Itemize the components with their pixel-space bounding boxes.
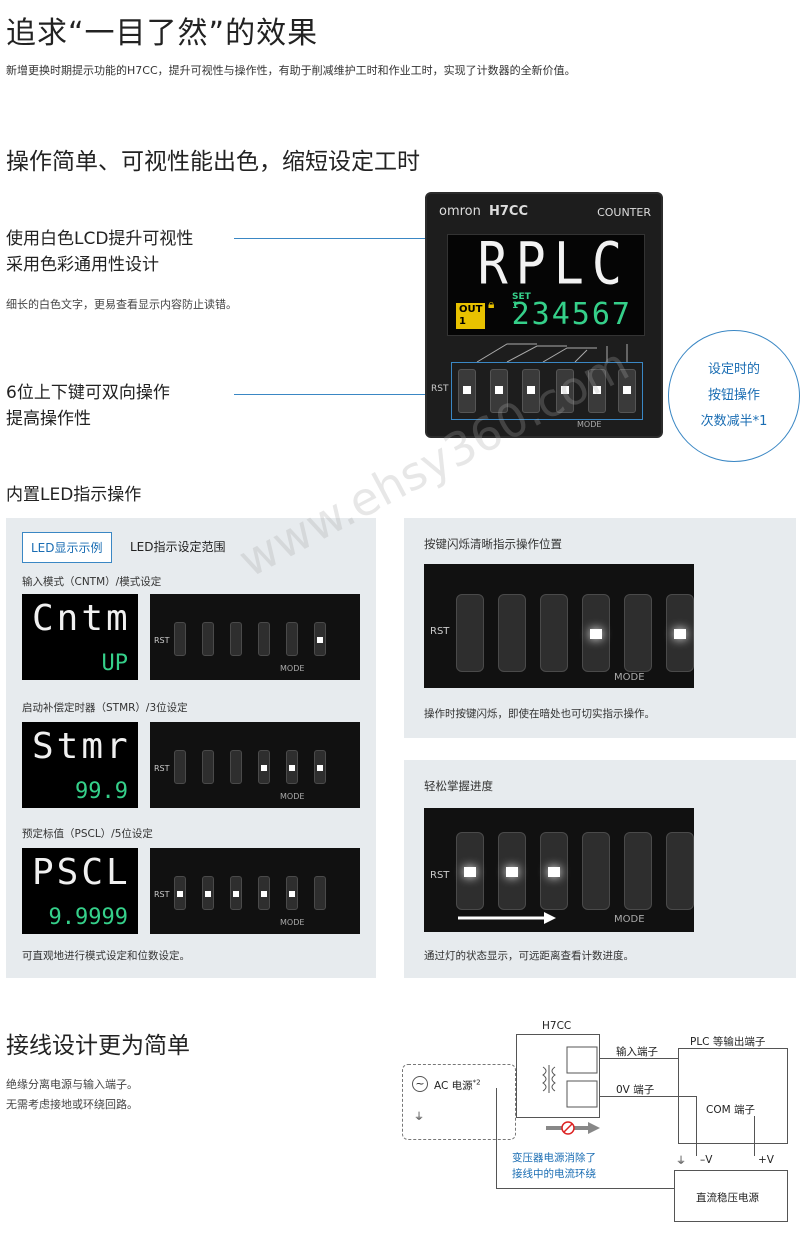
- feature1-line2: 采用色彩通用性设计: [6, 255, 159, 275]
- progress-title: 轻松掌握进度: [424, 779, 493, 793]
- transformer-icon: [542, 1046, 598, 1108]
- lcd-sub-display: 234567: [511, 297, 632, 332]
- feature1-pointer-line: [234, 238, 454, 239]
- up-down-key-2[interactable]: [490, 369, 508, 413]
- up-down-key-4[interactable]: [556, 369, 574, 413]
- example1-small: UP: [101, 651, 129, 676]
- section2-title: 内置LED指示操作: [6, 485, 142, 505]
- example3-caption: 预定标值（PSCL）/5位设定: [22, 828, 153, 840]
- lock-icon: 🔒︎: [488, 297, 495, 311]
- example3-small: 9.9999: [48, 905, 128, 930]
- blink-caption: 操作时按键闪烁，即使在暗处也可切实指示操作。: [424, 708, 655, 720]
- section1-title: 操作简单、可视性能出色，缩短设定工时: [6, 149, 420, 175]
- left-panel-footer: 可直观地进行模式设定和位数设定。: [22, 950, 190, 962]
- progress-image: RST MODE: [424, 808, 694, 932]
- example1-lcd: Cntm UP: [22, 594, 138, 680]
- device-brand: omron: [439, 204, 481, 219]
- dc-power-label: 直流稳压电源: [696, 1192, 759, 1204]
- example2-small: 99.9: [75, 779, 128, 804]
- up-down-key-5[interactable]: [588, 369, 606, 413]
- h7cc-box: [516, 1034, 600, 1118]
- example2-keys: RST MODE: [150, 722, 360, 808]
- example2-lcd: Stmr 99.9: [22, 722, 138, 808]
- example1-big: Cntm: [32, 598, 131, 639]
- wiring-diagram: H7CC PLC 等输出端子 输入端子 0V 端子 COM 端子 ~ AC 电源…: [400, 1016, 798, 1230]
- led-example-panel: LED显示示例 LED指示设定范围 输入模式（CNTM）/模式设定 Cntm U…: [6, 518, 376, 978]
- ac-loop-dashed: [402, 1064, 516, 1140]
- note-line2: 接线中的电流环绕: [512, 1168, 596, 1180]
- page-title: 追求“一目了然”的效果: [6, 16, 319, 51]
- example3-lcd: PSCL 9.9999: [22, 848, 138, 934]
- minus-v-label: –V: [700, 1154, 713, 1166]
- up-down-key-3[interactable]: [522, 369, 540, 413]
- callout-line1: 设定时的: [707, 362, 760, 377]
- callout-line3: 次数减半*1: [700, 414, 768, 429]
- up-down-key-1[interactable]: [458, 369, 476, 413]
- blocked-current-arrow-icon: [546, 1121, 600, 1135]
- device-model: H7CC: [489, 204, 529, 219]
- ov-terminal-label: 0V 端子: [616, 1084, 655, 1096]
- rst-label: RST: [431, 384, 449, 394]
- mode-label: MODE: [577, 420, 602, 429]
- example3-keys: RST MODE: [150, 848, 360, 934]
- plus-v-label: +V: [758, 1154, 774, 1166]
- section3-text1: 绝缘分离电源与输入端子。: [6, 1078, 138, 1091]
- progress-arrow-icon: [458, 912, 556, 924]
- feature2-line1: 6位上下键可双向操作: [6, 383, 170, 403]
- feature1-line1: 使用白色LCD提升可视性: [6, 229, 194, 249]
- callout-circle: 设定时的 按钮操作 次数减半*1: [668, 330, 800, 462]
- feature2-line2: 提高操作性: [6, 409, 91, 429]
- blink-panel: 按键闪烁清晰指示操作位置 RST MODE 操作时按键闪烁，即使在暗处也可切实指…: [404, 518, 796, 738]
- example1-keys: RST MODE: [150, 594, 360, 680]
- progress-panel: 轻松掌握进度 RST MODE 通过灯的状态显示，可远距离查看计数进度。: [404, 760, 796, 978]
- callout-line2: 按钮操作: [707, 388, 760, 403]
- h7cc-label: H7CC: [542, 1020, 572, 1032]
- plc-label: PLC 等输出端子: [690, 1036, 766, 1048]
- device-label: COUNTER: [597, 206, 651, 219]
- com-terminal-label: COM 端子: [706, 1104, 755, 1116]
- feature1-note: 细长的白色文字，更易查看显示内容防止读错。: [6, 298, 237, 311]
- up-down-key-6[interactable]: [618, 369, 636, 413]
- blink-image: RST MODE: [424, 564, 694, 688]
- example2-caption: 启动补偿定时器（STMR）/3位设定: [22, 702, 188, 714]
- note-line1: 变压器电源消除了: [512, 1152, 596, 1164]
- input-terminal-label: 输入端子: [616, 1046, 658, 1058]
- blink-title: 按键闪烁清晰指示操作位置: [424, 537, 562, 551]
- lcd-main-display: RPLC: [477, 230, 630, 298]
- tab-led-range[interactable]: LED指示设定范围: [130, 540, 226, 554]
- ac-source-icon: ~: [412, 1076, 428, 1092]
- example3-big: PSCL: [32, 852, 131, 893]
- ground2-icon: ⏚: [676, 1156, 686, 1167]
- example1-caption: 输入模式（CNTM）/模式设定: [22, 576, 162, 588]
- ac-power-label: AC 电源*2: [434, 1078, 481, 1093]
- intro-text: 新增更换时期提示功能的H7CC，提升可视性与操作性，有助于削减维护工时和作业工时…: [6, 64, 576, 77]
- section3-title: 接线设计更为简单: [6, 1033, 190, 1059]
- key-guide-lines: [476, 343, 628, 362]
- updown-keys-highlight: [451, 362, 643, 420]
- dc-power-box: [674, 1170, 788, 1222]
- example2-big: Stmr: [32, 726, 131, 767]
- progress-caption: 通过灯的状态显示，可远距离查看计数进度。: [424, 950, 634, 962]
- section3-text2: 无需考虑接地或环绕回路。: [6, 1098, 138, 1111]
- ground-icon: ⏚: [414, 1112, 424, 1123]
- feature2-pointer-line: [234, 394, 448, 395]
- tab-led-example[interactable]: LED显示示例: [22, 532, 112, 563]
